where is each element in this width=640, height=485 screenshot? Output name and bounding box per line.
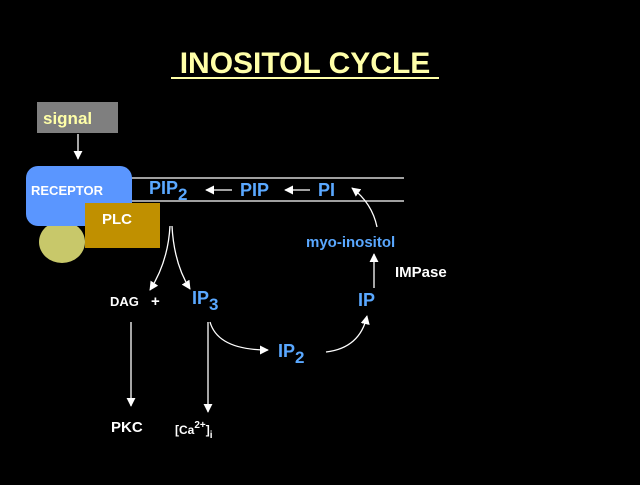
receptor-label: RECEPTOR (31, 183, 104, 198)
dag-label: DAG (110, 294, 139, 309)
pkc-label: PKC (111, 419, 143, 436)
plc-label: PLC (102, 211, 132, 228)
myo-inositol-to-pi-arrow (351, 187, 378, 228)
impase-label: IMPase (395, 264, 447, 281)
calcium-label: [Ca2+]i (175, 420, 213, 441)
ip3-to-ip2-arrow (209, 321, 269, 355)
myo-inositol-label: myo-inositol (306, 234, 395, 251)
ip3-label: IP3 (192, 288, 218, 314)
pi-label: PI (318, 180, 335, 200)
plc-to-ip3-arrow (171, 225, 191, 290)
plus-sign: + (151, 293, 160, 310)
g-protein-shape (39, 221, 85, 263)
signal-label: signal (43, 109, 92, 128)
pip-label: PIP (240, 180, 269, 200)
plc-shape (85, 203, 160, 248)
plc-to-dag-arrow (149, 225, 171, 291)
ip-label: IP (358, 290, 375, 310)
ip2-label: IP2 (278, 341, 304, 367)
page-title: INOSITOL CYCLE (180, 47, 431, 80)
ip2-to-ip-arrow (325, 315, 370, 353)
pip2-label: PIP2 (149, 178, 187, 204)
signal-box (37, 102, 118, 133)
